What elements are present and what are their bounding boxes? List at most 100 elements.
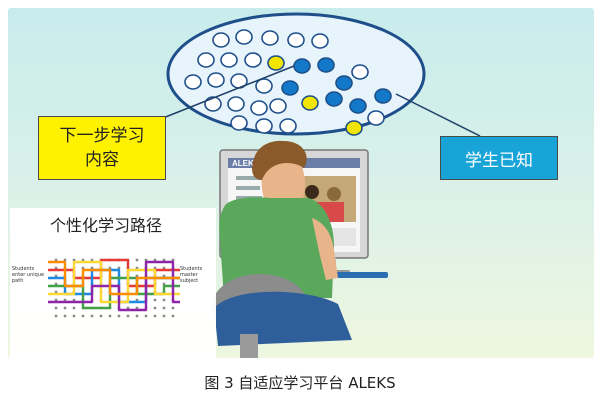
- knowledge-node-unknown: [279, 118, 297, 134]
- grid-dot: [63, 306, 67, 310]
- grid-dot: [126, 314, 130, 318]
- grid-dot: [90, 266, 94, 270]
- grid-dot: [63, 314, 67, 318]
- grid-dot: [90, 314, 94, 318]
- grid-dot: [117, 266, 121, 270]
- knowledge-node-known: [293, 58, 311, 74]
- grid-dot: [90, 258, 94, 262]
- grid-dot: [171, 258, 175, 262]
- grid-dot: [54, 314, 58, 318]
- grid-dot: [171, 314, 175, 318]
- knowledge-node-unknown: [287, 32, 305, 48]
- grid-dot: [135, 266, 139, 270]
- grid-dot: [135, 306, 139, 310]
- path-map-panel: [10, 208, 216, 358]
- grid-dot: [162, 258, 166, 262]
- grid-dot: [135, 274, 139, 278]
- grid-dot: [108, 266, 112, 270]
- grid-dot: [153, 298, 157, 302]
- knowledge-node-unknown: [311, 33, 329, 49]
- next-step-connector: [157, 65, 295, 121]
- grid-dot: [153, 266, 157, 270]
- grid-dot: [63, 258, 67, 262]
- next-step-label-line2: 内容: [85, 150, 119, 170]
- grid-dot: [63, 298, 67, 302]
- diagram-scene: ALEKS 下一步学习 内容 学生已知 个性化学习路径 Students ent…: [8, 8, 594, 358]
- grid-dot: [162, 282, 166, 286]
- student-figure: [212, 140, 352, 358]
- grid-dot: [81, 266, 85, 270]
- grid-dot: [162, 314, 166, 318]
- grid-dot: [162, 298, 166, 302]
- grid-dot: [54, 298, 58, 302]
- knowledge-node-unknown: [212, 32, 230, 48]
- knowledge-node-known: [317, 57, 335, 73]
- knowledge-node-known: [374, 88, 392, 104]
- grid-dot: [117, 314, 121, 318]
- grid-dot: [99, 314, 103, 318]
- learning-path-line: [48, 260, 180, 312]
- knowledge-node-next: [345, 120, 363, 136]
- learning-path-line: [48, 260, 180, 296]
- grid-dot: [54, 282, 58, 286]
- knowledge-node-unknown: [255, 118, 273, 134]
- learning-path-line: [48, 260, 180, 304]
- knowledge-node-next: [301, 95, 319, 111]
- knowledge-node-unknown: [207, 72, 225, 88]
- knowledge-node-unknown: [227, 96, 245, 112]
- grid-dot: [81, 258, 85, 262]
- grid-dot: [153, 314, 157, 318]
- learning-path-line: [48, 276, 180, 310]
- grid-dot: [126, 306, 130, 310]
- known-connector: [395, 93, 481, 137]
- knowledge-node-unknown: [269, 98, 287, 114]
- grid-dot: [72, 258, 76, 262]
- grid-dot: [72, 306, 76, 310]
- knowledge-node-unknown: [367, 110, 385, 126]
- next-step-label-line1: 下一步学习: [59, 126, 145, 146]
- knowledge-node-known: [325, 91, 343, 107]
- grid-dot: [135, 258, 139, 262]
- screen-logo: ALEKS: [232, 159, 260, 168]
- grid-dot: [54, 274, 58, 278]
- knowledge-node-unknown: [197, 52, 215, 68]
- knowledge-space-ellipse: [166, 12, 426, 136]
- grid-dot: [144, 314, 148, 318]
- diagram-artwork: ALEKS: [10, 12, 481, 358]
- grid-dot: [54, 290, 58, 294]
- student-known-label: 学生已知: [465, 150, 533, 171]
- knowledge-node-unknown: [235, 29, 253, 45]
- grid-dot: [135, 298, 139, 302]
- figure-caption: 图 3 自适应学习平台 ALEKS: [204, 374, 396, 392]
- student-known-box: 学生已知: [440, 136, 558, 180]
- knowledge-nodes: [184, 29, 392, 136]
- grid-dot: [54, 306, 58, 310]
- grid-dot: [162, 306, 166, 310]
- knowledge-node-next: [267, 55, 285, 71]
- knowledge-node-unknown: [250, 100, 268, 116]
- knowledge-node-unknown: [184, 74, 202, 90]
- personalized-path-title: 个性化学习路径: [50, 216, 163, 235]
- knowledge-node-known: [349, 98, 367, 114]
- students-master-label: Students master subject: [180, 266, 203, 284]
- students-enter-label: Students enter unique path: [12, 266, 45, 284]
- knowledge-node-unknown: [255, 78, 273, 94]
- learning-paths: [48, 258, 180, 312]
- grid-dot: [144, 258, 148, 262]
- grid-dot: [162, 266, 166, 270]
- knowledge-node-unknown: [230, 115, 248, 131]
- knowledge-node-unknown: [220, 52, 238, 68]
- next-step-box: 下一步学习 内容: [38, 116, 166, 180]
- knowledge-node-known: [281, 80, 299, 96]
- grid-dot: [153, 258, 157, 262]
- knowledge-node-unknown: [244, 52, 262, 68]
- grid-dot: [54, 266, 58, 270]
- knowledge-node-unknown: [351, 64, 369, 80]
- grid-dot: [108, 314, 112, 318]
- grid-dot: [135, 314, 139, 318]
- knowledge-node-unknown: [204, 96, 222, 112]
- knowledge-node-unknown: [261, 30, 279, 46]
- grid-dot: [162, 274, 166, 278]
- grid-dot: [72, 298, 76, 302]
- grid-dot: [153, 306, 157, 310]
